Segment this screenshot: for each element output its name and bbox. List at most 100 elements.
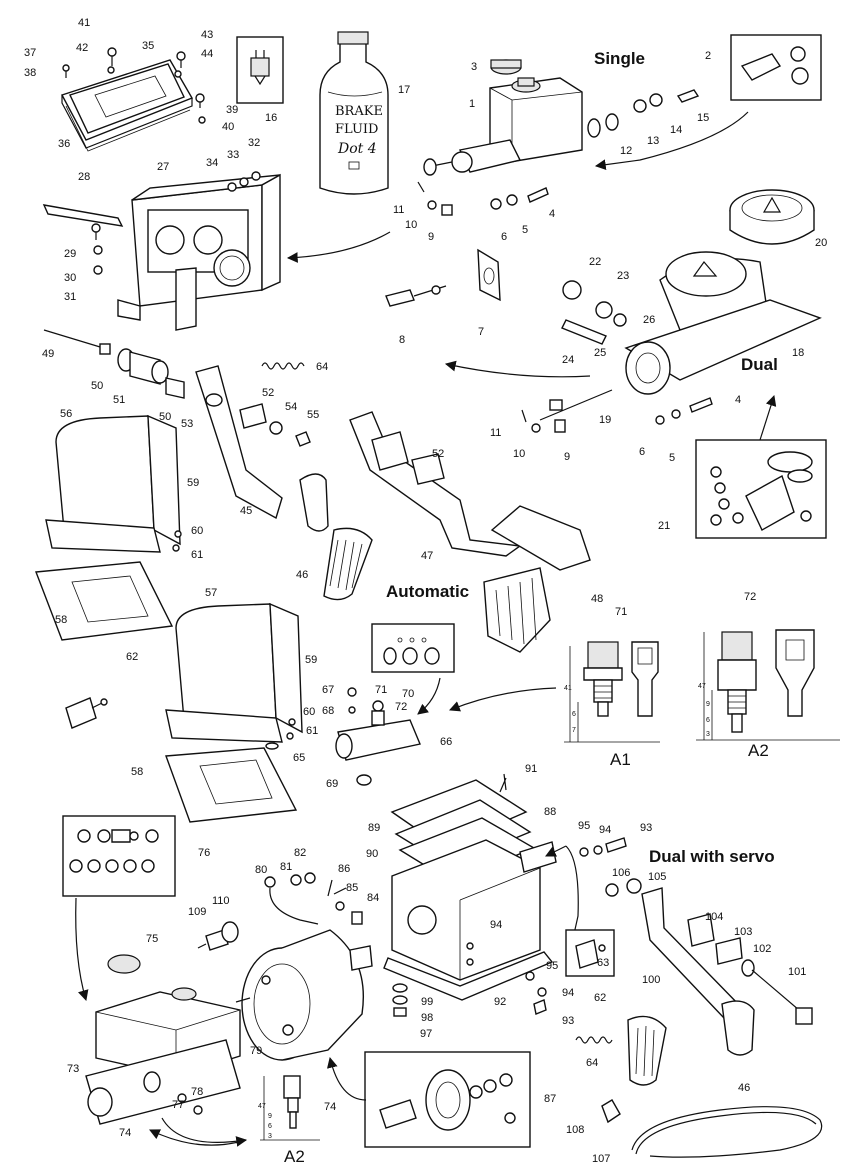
part-label: 94 xyxy=(599,824,611,836)
sensor-label-a2-small: A2 xyxy=(284,1147,305,1166)
seal-kit-box-76 xyxy=(62,815,176,897)
part-label: 34 xyxy=(206,157,218,169)
reservoir-cap-20 xyxy=(729,189,815,245)
sensor-a1 xyxy=(564,641,660,743)
part-label: 108 xyxy=(566,1124,584,1136)
part-label: 93 xyxy=(562,1015,574,1027)
valve-seal-box-70 xyxy=(371,623,455,673)
part-label: 92 xyxy=(494,996,506,1008)
part-label: 31 xyxy=(64,291,76,303)
part-label: 28 xyxy=(78,171,90,183)
seal-kit-box-2 xyxy=(730,34,822,101)
arrow-to-pedal-box xyxy=(286,231,391,263)
section-title-automatic: Automatic xyxy=(386,582,469,601)
part-label: 110 xyxy=(212,895,230,907)
part-label: 85 xyxy=(346,882,358,894)
brake-fluid-bottle: BRAKE FLUID Dot 4 xyxy=(319,31,389,195)
part-label: 4 xyxy=(735,394,741,406)
part-label: 98 xyxy=(421,1012,433,1024)
part-label: 52 xyxy=(432,448,444,460)
sensor-label-a1: A1 xyxy=(610,750,631,769)
part-label: 50 xyxy=(159,411,171,423)
part-label: 8 xyxy=(399,334,405,346)
part-label: 105 xyxy=(648,871,666,883)
part-label: 107 xyxy=(592,1153,610,1165)
part-label: 37 xyxy=(24,47,36,59)
part-label: 36 xyxy=(58,138,70,150)
part-label: 109 xyxy=(188,906,206,918)
part-label: 89 xyxy=(368,822,380,834)
bottle-label-fluid: FLUID xyxy=(335,122,378,137)
part-label: 48 xyxy=(591,593,603,605)
part-label: 17 xyxy=(398,84,410,96)
vacuum-hose xyxy=(601,1099,823,1158)
part-label: 25 xyxy=(594,347,606,359)
part-label: 71 xyxy=(375,684,387,696)
dim-a2-3: 3 xyxy=(706,731,710,738)
part-label: 16 xyxy=(265,112,277,124)
part-label: 82 xyxy=(294,847,306,859)
part-label: 93 xyxy=(640,822,652,834)
part-label: 45 xyxy=(240,505,252,517)
part-label: 67 xyxy=(322,684,334,696)
brake-pedal-45 xyxy=(195,365,373,601)
part-label: 68 xyxy=(322,705,334,717)
part-label: 10 xyxy=(405,219,417,231)
part-label: 101 xyxy=(788,966,806,978)
part-label: 84 xyxy=(367,892,379,904)
part-label: 50 xyxy=(91,380,103,392)
part-label: 26 xyxy=(643,314,655,326)
part-label: 39 xyxy=(226,104,238,116)
part-label: 14 xyxy=(670,124,682,136)
seal-kit-box-21 xyxy=(695,439,827,539)
part-label: 2 xyxy=(705,50,711,62)
part-label: 90 xyxy=(366,848,378,860)
part-label: 94 xyxy=(562,987,574,999)
bottle-label-dot: Dot 4 xyxy=(337,141,377,157)
part-label: 38 xyxy=(24,67,36,79)
pedal-pivot-shaft xyxy=(43,329,185,399)
brake-switch-box xyxy=(236,36,284,104)
part-label: 75 xyxy=(146,933,158,945)
dim-a1-41: 41 xyxy=(564,685,572,692)
part-label: 100 xyxy=(642,974,660,986)
part-label: 78 xyxy=(191,1086,203,1098)
arrow-sensor-to-valve xyxy=(448,687,557,712)
part-label: 46 xyxy=(738,1082,750,1094)
part-label: 95 xyxy=(578,820,590,832)
pedal-box-cover-group xyxy=(60,47,206,152)
single-master-cylinder xyxy=(423,59,700,176)
part-label: 61 xyxy=(306,725,318,737)
part-label: 11 xyxy=(393,204,404,216)
part-label: 12 xyxy=(620,145,632,157)
part-label: 11 xyxy=(490,427,501,439)
part-label: 24 xyxy=(562,354,574,366)
servo-pedal-box xyxy=(383,777,557,1001)
part-label: 99 xyxy=(421,996,433,1008)
part-label: 104 xyxy=(705,911,723,923)
section-title-dual: Dual xyxy=(741,355,778,374)
arrow-box76-to-cylinder xyxy=(75,897,89,1002)
part-label: 60 xyxy=(303,706,315,718)
part-label: 97 xyxy=(420,1028,432,1040)
part-label: 19 xyxy=(599,414,611,426)
part-label: 77 xyxy=(172,1099,184,1111)
arrow-dual-to-left xyxy=(444,360,591,378)
part-label: 6 xyxy=(501,231,507,243)
part-label: 86 xyxy=(338,863,350,875)
dim-a2-9: 9 xyxy=(706,701,710,708)
part-label: 61 xyxy=(191,549,203,561)
part-label: 71 xyxy=(615,606,627,618)
part-label: 74 xyxy=(119,1127,131,1139)
part-label: 59 xyxy=(187,477,199,489)
part-label: 5 xyxy=(669,452,675,464)
arrow-box21-to-dual xyxy=(759,394,777,441)
part-label: 70 xyxy=(402,688,414,700)
part-label: 33 xyxy=(227,149,239,161)
part-label: 91 xyxy=(525,763,537,775)
part-label: 64 xyxy=(316,361,328,373)
dim-a2s-47: 47 xyxy=(258,1103,266,1110)
part-label: 10 xyxy=(513,448,525,460)
dim-a1-6: 6 xyxy=(572,711,576,718)
